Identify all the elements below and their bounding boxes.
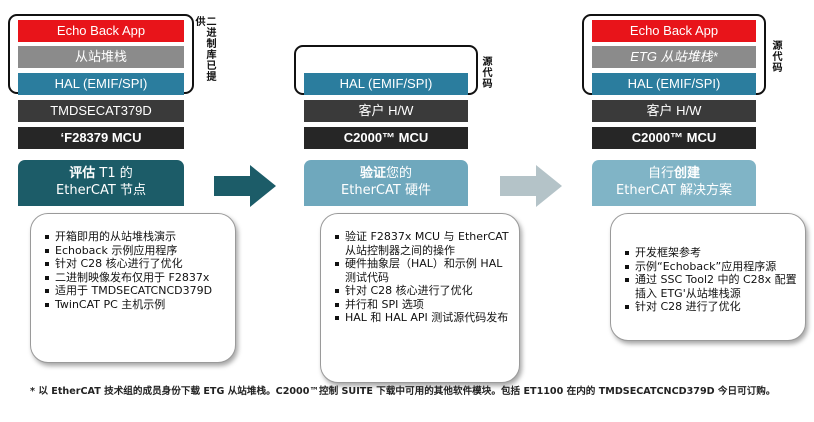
list-item: 适用于 TMDSECATCNCD379D <box>45 284 227 298</box>
list-item: 通过 SSC Tool2 中的 C28x 配置插入 ETG'从站堆栈源 <box>625 273 797 300</box>
stack-bar-customer-hw: 客户 H/W <box>592 100 756 122</box>
arrow-right-icon <box>500 165 562 207</box>
stack-bar-mcu: C2000™ MCU <box>304 127 468 149</box>
bullet-card-create: 开发框架参考 示例“Echoback”应用程序源 通过 SSC Tool2 中的… <box>610 213 806 341</box>
stack-bar-hal: HAL (EMIF/SPI) <box>304 73 468 95</box>
list-item: 针对 C28 核心进行了优化 <box>335 284 511 298</box>
stack-bar-etg-slave-stack: ETG 从站堆栈* <box>592 46 756 68</box>
step-create: 自行创建 EtherCAT 解决方案 <box>592 160 756 206</box>
list-item: 硬件抽象层（HAL）和示例 HAL 测试代码 <box>335 257 511 284</box>
step-title-line2: EtherCAT 硬件 <box>341 183 431 198</box>
list-item: 二进制映像发布仅用于 F2837x <box>45 271 227 285</box>
stack-bar-hal: HAL (EMIF/SPI) <box>592 73 756 95</box>
stack-bar-mcu: ‘F28379 MCU <box>18 127 184 149</box>
stack-bar-board: TMDSECAT379D <box>18 100 184 122</box>
list-item: HAL 和 HAL API 测试源代码发布 <box>335 311 511 325</box>
list-item: 针对 C28 核心进行了优化 <box>45 257 227 271</box>
bullet-card-verify: 验证 F2837x MCU 与 EtherCAT 从站控制器之间的操作 硬件抽象… <box>320 213 520 383</box>
stack-bar-slave-stack: 从站堆栈 <box>18 46 184 68</box>
list-item: Echoback 示例应用程序 <box>45 244 227 258</box>
stack-bar-mcu: C2000™ MCU <box>592 127 756 149</box>
step-title-bold: 评估 <box>69 166 96 181</box>
step-title-line2: EtherCAT 节点 <box>56 183 146 198</box>
side-label-binary: 二进制库已提供 <box>193 16 215 82</box>
list-item: 开箱即用的从站堆栈演示 <box>45 230 227 244</box>
list-item: TwinCAT PC 主机示例 <box>45 298 227 312</box>
bullet-card-evaluate: 开箱即用的从站堆栈演示 Echoback 示例应用程序 针对 C28 核心进行了… <box>30 213 236 363</box>
side-label-source-3: 源代码 <box>770 40 781 73</box>
stack-bar-customer-hw: 客户 H/W <box>304 100 468 122</box>
stack-bar-hal: HAL (EMIF/SPI) <box>18 73 184 95</box>
step-title-rest: T1 的 <box>95 166 133 181</box>
step-title-bold: 验证 <box>359 166 386 181</box>
step-title-line2: EtherCAT 解决方案 <box>616 183 732 198</box>
list-item: 示例“Echoback”应用程序源 <box>625 260 797 274</box>
step-verify: 验证您的 EtherCAT 硬件 <box>304 160 468 206</box>
footnote: * 以 EtherCAT 技术组的成员身份下载 ETG 从站堆栈。C2000™控… <box>30 386 776 397</box>
list-item: 并行和 SPI 选项 <box>335 298 511 312</box>
side-label-source-2: 源代码 <box>480 56 491 89</box>
step-title-rest: 您的 <box>386 166 413 181</box>
stack-bar-echo-back-app: Echo Back App <box>18 20 184 42</box>
step-evaluate: 评估 T1 的 EtherCAT 节点 <box>18 160 184 206</box>
list-item: 验证 F2837x MCU 与 EtherCAT 从站控制器之间的操作 <box>335 230 511 257</box>
list-item: 针对 C28 进行了优化 <box>625 300 797 314</box>
arrow-right-icon <box>214 165 276 207</box>
stack-bar-echo-back-app: Echo Back App <box>592 20 756 42</box>
step-title-prefix: 自行 <box>647 166 674 181</box>
step-title-bold: 创建 <box>674 166 701 181</box>
list-item: 开发框架参考 <box>625 246 797 260</box>
